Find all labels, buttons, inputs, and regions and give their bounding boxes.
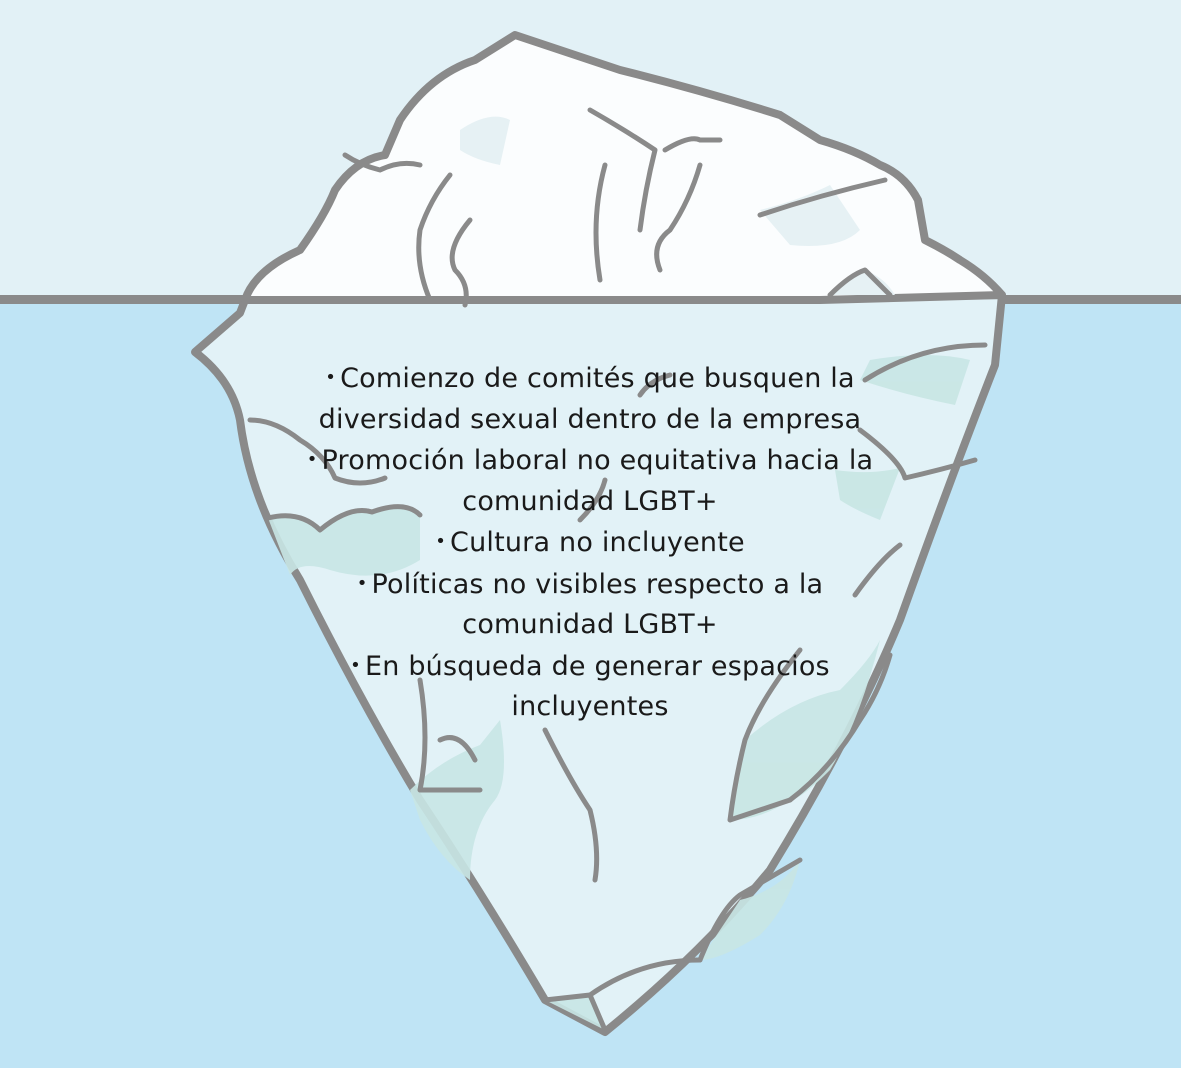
list-item: •Políticas no visibles respecto a la com… xyxy=(285,564,895,646)
bullet-icon: • xyxy=(435,531,446,552)
list-item-text: Cultura no incluyente xyxy=(450,527,745,558)
list-item-text: Promoción laboral no equitativa hacia la… xyxy=(322,445,874,517)
iceberg-bullet-list: •Comienzo de comités que busquen la dive… xyxy=(285,358,895,728)
list-item: •Cultura no incluyente xyxy=(285,522,895,564)
list-item: •Comienzo de comités que busquen la dive… xyxy=(285,358,895,440)
bullet-icon: • xyxy=(325,367,336,388)
list-item-text: Políticas no visibles respecto a la comu… xyxy=(372,569,824,641)
list-item-text: En búsqueda de generar espacios incluyen… xyxy=(365,651,830,723)
bullet-icon: • xyxy=(357,573,368,594)
list-item-text: Comienzo de comités que busquen la diver… xyxy=(319,363,862,435)
list-item: •En búsqueda de generar espacios incluye… xyxy=(285,646,895,728)
bullet-icon: • xyxy=(350,655,361,676)
bullet-icon: • xyxy=(307,449,318,470)
list-item: •Promoción laboral no equitativa hacia l… xyxy=(285,440,895,522)
